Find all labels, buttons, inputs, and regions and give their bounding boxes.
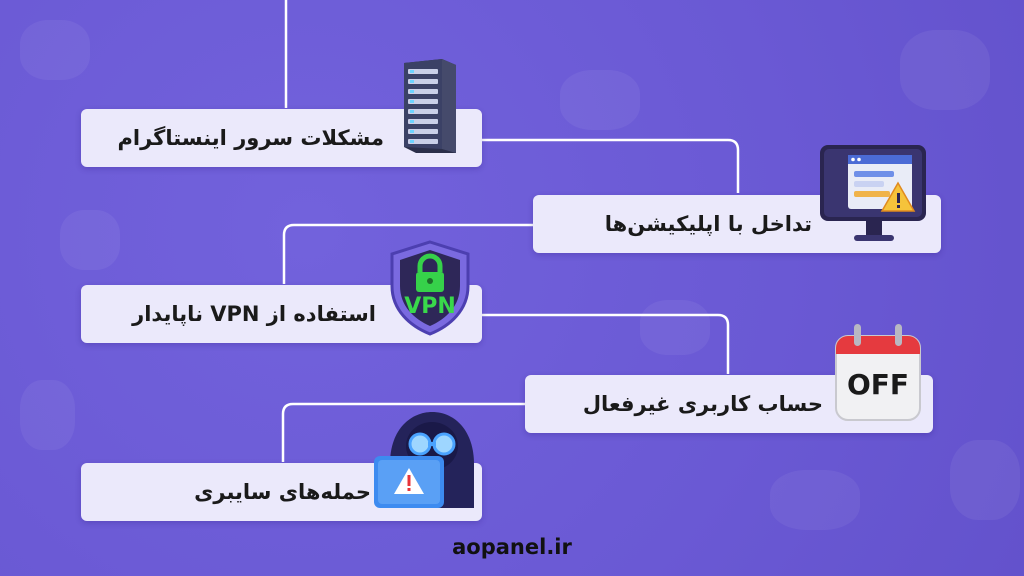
bg-decoration [20,380,75,450]
calendar-off-icon [835,324,921,421]
item-label-vpn: استفاده از VPN ناپایدار [132,302,376,326]
item-label-app-conflict: تداخل با اپلیکیشن‌ها [604,212,812,236]
vpn-shield-label: VPN [404,294,456,319]
bg-decoration [560,70,640,130]
bg-decoration [900,30,990,110]
bg-decoration [60,210,120,270]
calendar-off-label: OFF [846,368,910,401]
footer-site[interactable]: aopanel.ir [452,535,572,559]
item-label-cyber-attack: حمله‌های سایبری [194,480,371,504]
monitor-warning-icon [820,145,926,241]
bg-decoration [20,20,90,80]
server-rack-icon [404,59,456,153]
item-label-server: مشکلات سرور اینستاگرام [117,126,384,150]
vpn-shield-icon [390,240,470,336]
bg-decoration [950,440,1020,520]
hacker-laptop-icon [374,412,474,508]
bg-decoration [640,300,710,355]
item-label-disabled-account: حساب کاربری غیرفعال [582,392,823,416]
bg-decoration [770,470,860,530]
